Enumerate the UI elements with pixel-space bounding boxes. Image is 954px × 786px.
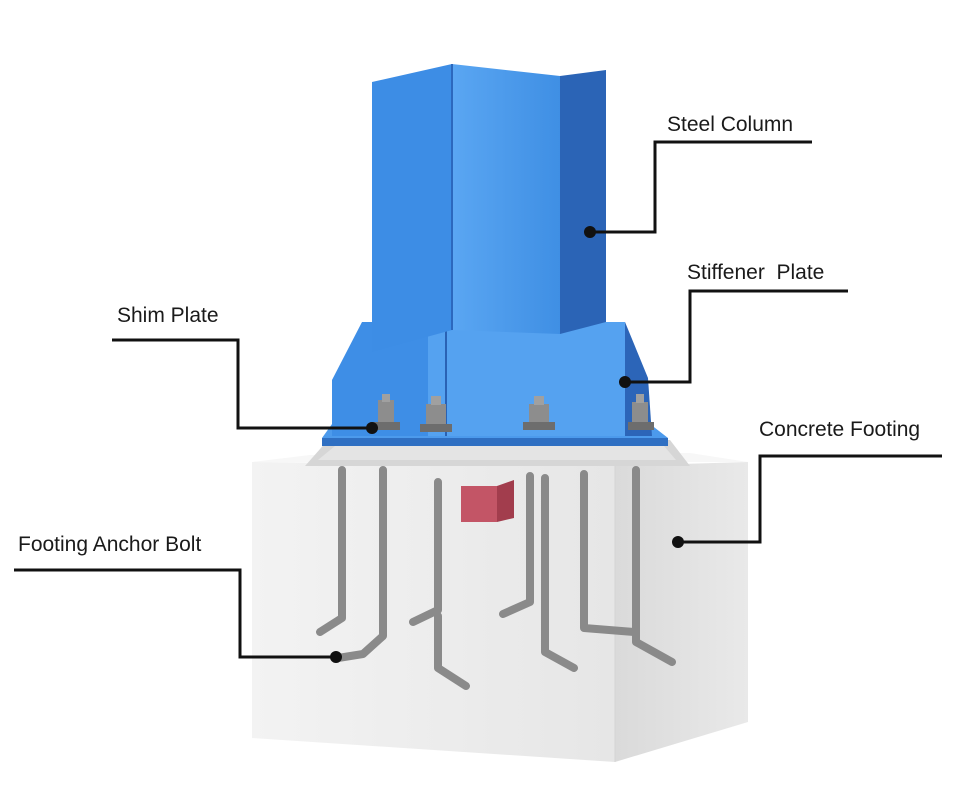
leader-lines	[14, 140, 942, 659]
stiffener-center	[428, 322, 625, 436]
label-shim-plate: Shim Plate	[117, 304, 219, 327]
leader-dots	[330, 226, 684, 663]
anchor-nuts	[370, 394, 654, 432]
leader-steel-column	[590, 140, 812, 234]
column-flange-right	[560, 70, 606, 334]
leader-stiffener-plate	[625, 289, 848, 384]
anchor-nut-1	[370, 394, 400, 430]
leader-concrete-footing	[678, 454, 942, 544]
anchor-bolt-8	[632, 466, 676, 666]
footing-side-face	[615, 462, 748, 762]
label-steel-column: Steel Column	[667, 113, 794, 136]
shim-front	[461, 486, 497, 522]
anchor-bolt-7	[580, 470, 638, 636]
anchor-bolt-1	[316, 466, 346, 636]
anchor-bolt-5	[499, 472, 534, 618]
grout-bed-highlight	[318, 446, 676, 460]
anchor-bolt-3	[409, 478, 442, 626]
dot-footing-anchor-bolt	[330, 651, 342, 663]
anchor-nut-2	[420, 396, 452, 432]
anchor-bolts	[316, 466, 676, 690]
label-footing-anchor-bolt: Footing Anchor Bolt	[18, 533, 202, 556]
leader-shim-plate	[112, 338, 372, 430]
anchor-bolt-6	[541, 474, 578, 672]
anchor-bolt-2	[334, 466, 387, 662]
label-concrete-footing: Concrete Footing	[759, 418, 921, 441]
anchor-nut-4	[628, 394, 654, 430]
shim-side	[497, 480, 514, 522]
base-plate-edge	[322, 438, 668, 446]
steel-column	[372, 64, 606, 352]
dot-steel-column	[584, 226, 596, 238]
column-flange-left	[372, 64, 452, 352]
leader-footing-anchor-bolt	[14, 568, 336, 659]
dot-shim-plate	[366, 422, 378, 434]
label-stiffener-plate: Stiffener Plate	[687, 261, 825, 284]
stiffener-plates	[332, 322, 652, 436]
anchor-bolt-4	[434, 612, 470, 690]
shim-block	[461, 480, 514, 522]
column-web	[452, 64, 560, 334]
dot-stiffener-plate	[619, 376, 631, 388]
anchor-nut-3	[523, 396, 555, 430]
stiffener-left	[332, 322, 445, 436]
dot-concrete-footing	[672, 536, 684, 548]
